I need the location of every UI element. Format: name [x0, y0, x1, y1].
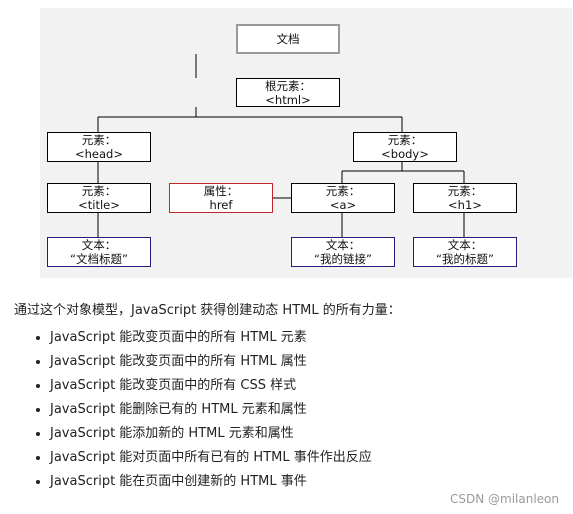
document-label: 文档 [276, 32, 300, 46]
title-label: 元素： [81, 184, 117, 198]
attribute-node: 属性： href [169, 183, 273, 213]
list-item: JavaScript 能改变页面中的所有 CSS 样式 [50, 374, 372, 398]
h1-element-node: 元素： <h1> [413, 183, 517, 213]
title-text-value: “文档标题” [70, 252, 128, 266]
intro-paragraph: 通过这个对象模型，JavaScript 获得创建动态 HTML 的所有力量： [14, 303, 401, 318]
head-element-node: 元素： <head> [47, 132, 151, 162]
h1-text-value: “我的标题” [436, 252, 494, 266]
h1-tag: <h1> [448, 198, 482, 212]
head-label: 元素： [81, 133, 117, 147]
attribute-label: 属性： [203, 184, 239, 198]
h1-text-node: 文本： “我的标题” [413, 237, 517, 267]
link-text-label: 文本： [325, 238, 361, 252]
watermark: CSDN @milanleon [449, 492, 559, 506]
attribute-value: href [209, 198, 233, 212]
list-item: JavaScript 能添加新的 HTML 元素和属性 [50, 422, 372, 446]
title-tag: <title> [78, 198, 120, 212]
link-text-value: “我的链接” [314, 252, 372, 266]
dom-tree-diagram: 文档 根元素： <html> 元素： <head> 元素： <body> 元素：… [40, 8, 572, 278]
body-label: 元素： [387, 133, 423, 147]
tree-connectors [97, 54, 465, 237]
a-element-node: 元素： <a> [291, 183, 395, 213]
h1-text-label: 文本： [447, 238, 483, 252]
head-tag: <head> [75, 147, 123, 161]
body-tag: <body> [381, 147, 429, 161]
root-tag: <html> [265, 92, 311, 107]
title-text-label: 文本： [81, 238, 117, 252]
title-element-node: 元素： <title> [47, 183, 151, 213]
list-item: JavaScript 能在页面中创建新的 HTML 事件 [50, 470, 372, 494]
list-item: JavaScript 能对页面中所有已有的 HTML 事件作出反应 [50, 446, 372, 470]
h1-label: 元素： [447, 184, 483, 198]
list-item: JavaScript 能删除已有的 HTML 元素和属性 [50, 398, 372, 422]
document-node: 文档 [236, 24, 340, 54]
body-element-node: 元素： <body> [353, 132, 457, 162]
list-item: JavaScript 能改变页面中的所有 HTML 属性 [50, 350, 372, 374]
a-tag: <a> [329, 198, 357, 212]
list-item: JavaScript 能改变页面中的所有 HTML 元素 [50, 326, 372, 350]
feature-list: JavaScript 能改变页面中的所有 HTML 元素 JavaScript … [30, 326, 372, 494]
a-label: 元素： [325, 184, 361, 198]
title-text-node: 文本： “文档标题” [47, 237, 151, 267]
link-text-node: 文本： “我的链接” [291, 237, 395, 267]
root-element-node: 根元素： <html> [236, 78, 340, 107]
root-label: 根元素： [265, 78, 311, 93]
